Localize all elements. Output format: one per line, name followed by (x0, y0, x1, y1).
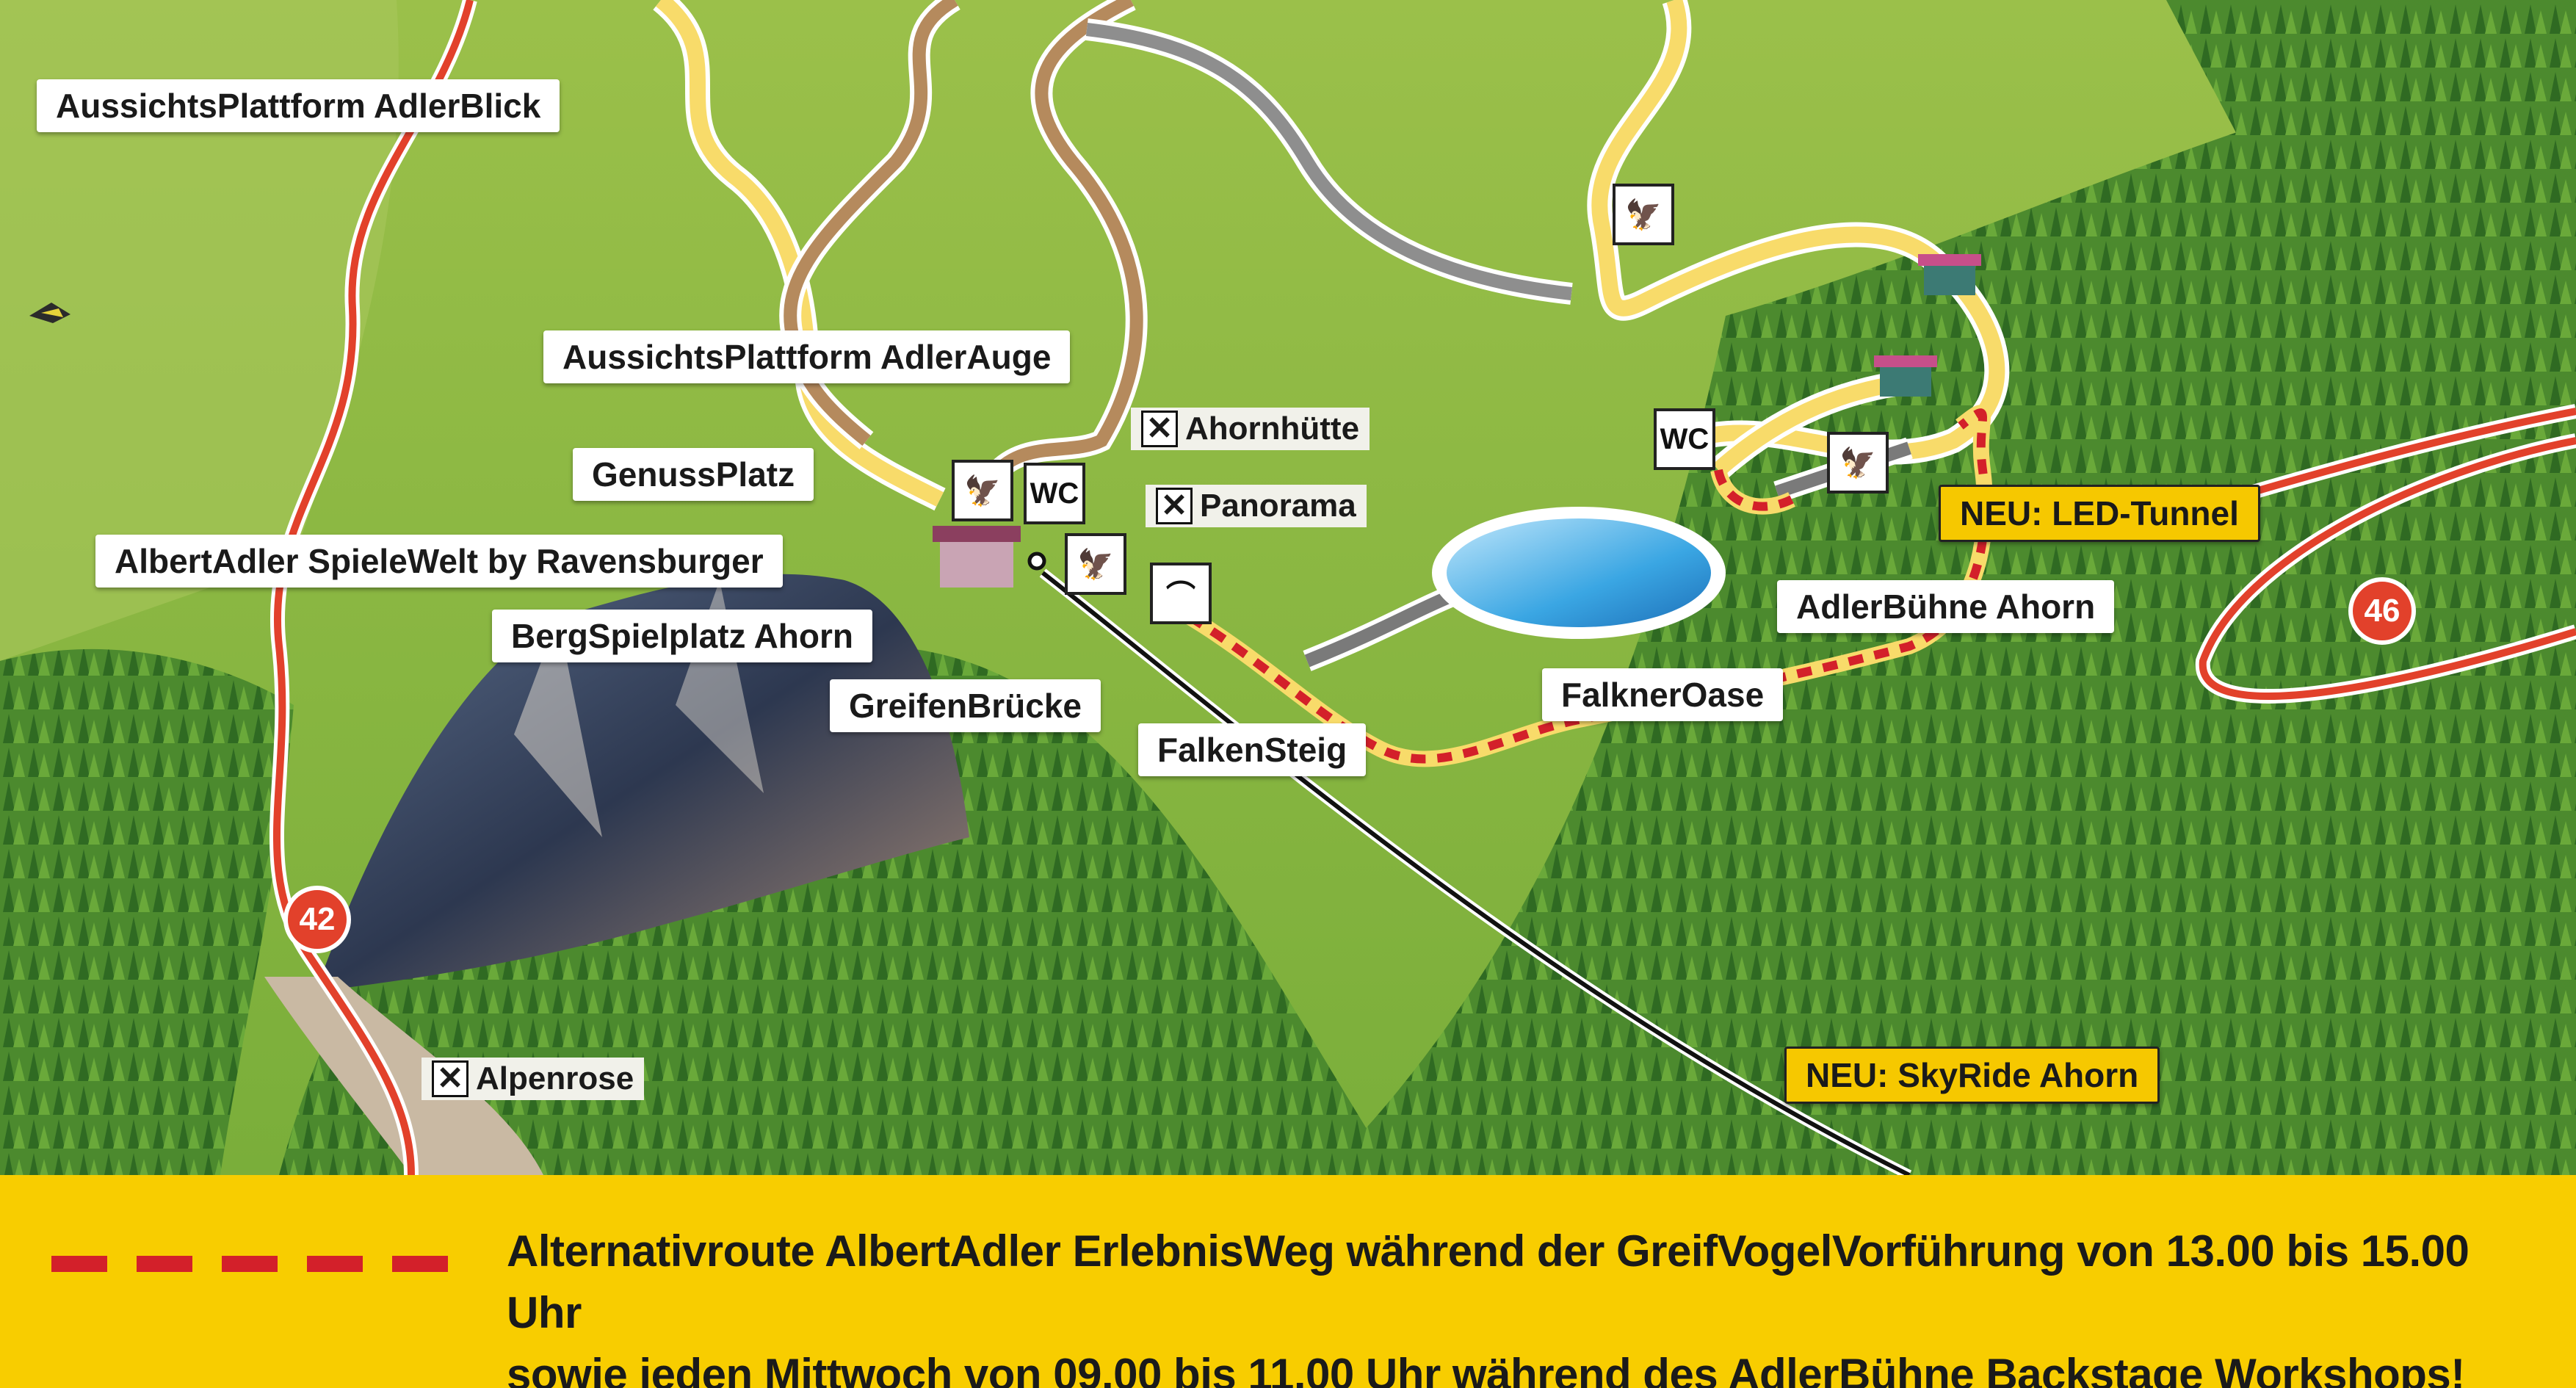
rock-peak (316, 574, 969, 991)
bridge-icon[interactable]: ⌒ (1150, 563, 1212, 624)
alt-route-legend-line (51, 1256, 448, 1273)
poi-alpenrose-label: Alpenrose (476, 1060, 634, 1096)
eagle-icon[interactable]: 🦅 (1065, 533, 1126, 595)
rock-ridge-2 (676, 580, 764, 793)
hut-building (933, 526, 1021, 588)
legend-dash-segment (222, 1256, 278, 1272)
bird-sketch (29, 303, 70, 323)
fork-knife-icon: ✕ (1141, 411, 1178, 447)
callout-spielewelt[interactable]: AlbertAdler SpieleWelt by Ravensburger (95, 535, 783, 588)
forest-top-right (2166, 0, 2576, 140)
alt-route-loop-dash (1714, 469, 1794, 511)
legend-line-2: sowie jeden Mittwoch von 09.00 bis 11.00… (507, 1350, 2465, 1388)
callout-greifenbruecke[interactable]: GreifenBrücke (830, 679, 1101, 732)
callout-bergspielplatz[interactable]: BergSpielplatz Ahorn (492, 610, 872, 662)
callout-adlerauge[interactable]: AussichtsPlattform AdlerAuge (543, 330, 1071, 383)
road-badge-42: 42 (283, 886, 351, 953)
path-brown-2-line (994, 0, 1143, 475)
alt-route-dash (1187, 408, 1990, 764)
legend-panel: Alternativroute AlbertAdler ErlebnisWeg … (0, 1175, 2576, 1388)
poi-ahornhuette-label: Ahornhütte (1185, 411, 1360, 447)
forest-left (0, 648, 294, 1175)
chalet-building-2 (1874, 355, 1937, 397)
poi-panorama-label: Panorama (1200, 488, 1356, 524)
rock-ridge-1 (514, 617, 602, 837)
wc-label: WC (1660, 422, 1710, 455)
callout-falkensteig[interactable]: FalkenSteig (1138, 723, 1367, 776)
callout-led-tunnel[interactable]: NEU: LED-Tunnel (1939, 485, 2260, 542)
wc-label: WC (1030, 477, 1079, 510)
path-yellow-adlerblick-line (655, 0, 944, 507)
callout-genussplatz[interactable]: GenussPlatz (573, 448, 814, 501)
trail-map (0, 0, 2576, 1175)
legend-dash-segment (51, 1256, 107, 1272)
fork-knife-icon: ✕ (432, 1060, 468, 1097)
wc-icon[interactable]: WC (1024, 463, 1085, 524)
path-grey-lake-line (1304, 588, 1457, 668)
road-badge-46: 46 (2348, 577, 2416, 645)
legend-dash-segment (392, 1256, 448, 1272)
skyride-cable-line (1041, 571, 1911, 1175)
legend-line-1: Alternativroute AlbertAdler ErlebnisWeg … (507, 1226, 2470, 1337)
lake-water (1447, 518, 1711, 627)
poi-ahornhuette[interactable]: ✕ Ahornhütte (1131, 408, 1370, 450)
eagle-icon[interactable]: 🦅 (1827, 432, 1889, 494)
fork-knife-icon: ✕ (1156, 488, 1193, 524)
chalet-building-1 (1918, 254, 1981, 295)
callout-skyride[interactable]: NEU: SkyRide Ahorn (1784, 1047, 2160, 1104)
legend-dash-segment (137, 1256, 192, 1272)
callout-adlerbuehne[interactable]: AdlerBühne Ahorn (1777, 580, 2115, 633)
road-42-line (273, 0, 474, 1175)
path-grey-1-line (1085, 23, 1572, 300)
legend-dash-segment (307, 1256, 363, 1272)
poi-alpenrose[interactable]: ✕ Alpenrose (422, 1058, 645, 1100)
poi-panorama[interactable]: ✕ Panorama (1146, 485, 1367, 527)
wc-icon[interactable]: WC (1654, 408, 1715, 470)
eagle-icon[interactable]: 🦅 (952, 460, 1013, 521)
legend-text: Alternativroute AlbertAdler ErlebnisWeg … (507, 1221, 2548, 1388)
upper-left-slope (0, 0, 399, 661)
location-pin (1027, 552, 1046, 571)
valley-left (264, 977, 543, 1175)
road-46-line (2199, 437, 2576, 700)
callout-adlerblick[interactable]: AussichtsPlattform AdlerBlick (37, 79, 560, 132)
callout-falkneroase[interactable]: FalknerOase (1542, 668, 1784, 721)
eagle-icon[interactable]: 🦅 (1613, 184, 1674, 245)
